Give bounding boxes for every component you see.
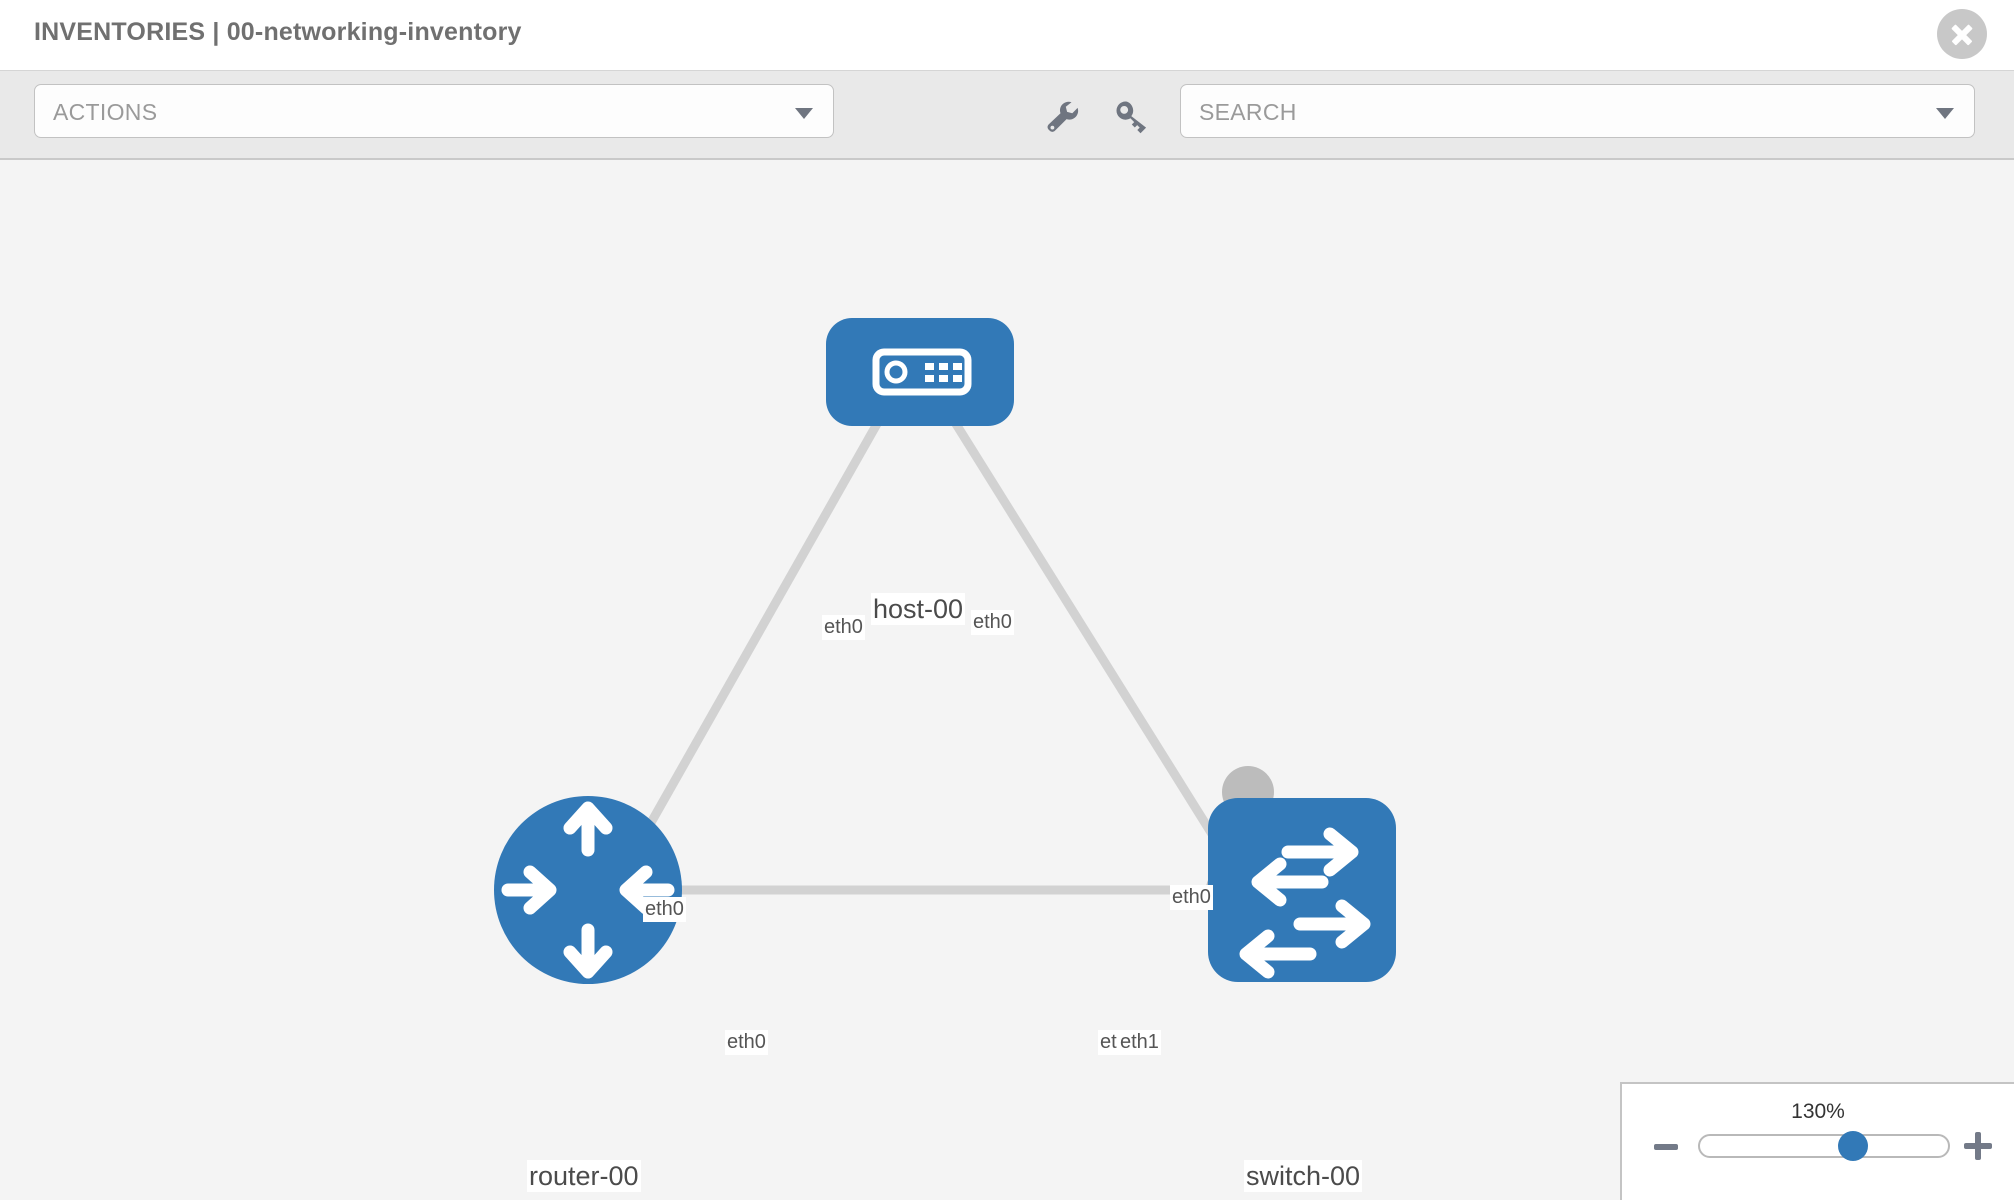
iface-label-host00-to-router00: eth0 [822, 615, 865, 640]
page-title: INVENTORIES | 00-networking-inventory [34, 18, 522, 46]
node-router-00 [494, 796, 682, 984]
actions-dropdown[interactable]: ACTIONS [34, 84, 834, 138]
topology-connectors [629, 344, 1274, 916]
iface-label-switch00-to-host00: eth0 [1170, 885, 1213, 910]
link-host00-router00 [606, 405, 890, 898]
node-host-00 [826, 318, 1014, 426]
zoom-level-label: 130% [1791, 1100, 1845, 1123]
search-input-placeholder: SEARCH [1199, 99, 1297, 125]
zoom-out-button[interactable] [1654, 1144, 1678, 1150]
zoom-control-panel: 130% [1620, 1082, 2014, 1200]
four-arrows-converging-icon [501, 801, 675, 979]
search-input[interactable]: SEARCH [1180, 84, 1975, 138]
zoom-slider-track[interactable] [1698, 1134, 1950, 1158]
close-icon [1937, 9, 1987, 59]
link-host00-switch00 [942, 405, 1254, 898]
iface-label-host00-to-switch00: eth0 [971, 610, 1014, 635]
topology-canvas[interactable]: host-00 router-00 switch-00 eth0 eth0 et… [0, 160, 2014, 1200]
iface-label-router00-to-host00: eth0 [643, 897, 686, 922]
chevron-down-icon [1936, 108, 1954, 119]
zoom-slider-thumb[interactable] [1837, 1131, 1868, 1161]
iface-label-switch00-to-router00: eth1 [1118, 1030, 1161, 1055]
key-icon[interactable] [1108, 95, 1152, 139]
topology-graph [494, 318, 1396, 984]
iface-label-router00-to-switch00: eth0 [725, 1030, 768, 1055]
toolbar: ACTIONS SEARCH [0, 70, 2014, 160]
server-appliance-icon [872, 348, 972, 396]
node-switch-00 [1208, 798, 1396, 982]
close-button[interactable] [1937, 9, 1987, 59]
topology-links [606, 405, 1254, 898]
actions-dropdown-label: ACTIONS [53, 99, 158, 125]
page-header: INVENTORIES | 00-networking-inventory [0, 0, 2014, 70]
wrench-icon[interactable] [1040, 95, 1084, 139]
node-label-host-00[interactable]: host-00 [871, 593, 966, 625]
node-label-switch-00[interactable]: switch-00 [1244, 1160, 1363, 1192]
node-label-router-00[interactable]: router-00 [527, 1160, 641, 1192]
four-arrows-bidirectional-icon [1239, 827, 1371, 979]
zoom-in-button[interactable] [1964, 1132, 1992, 1160]
chevron-down-icon [795, 108, 813, 119]
